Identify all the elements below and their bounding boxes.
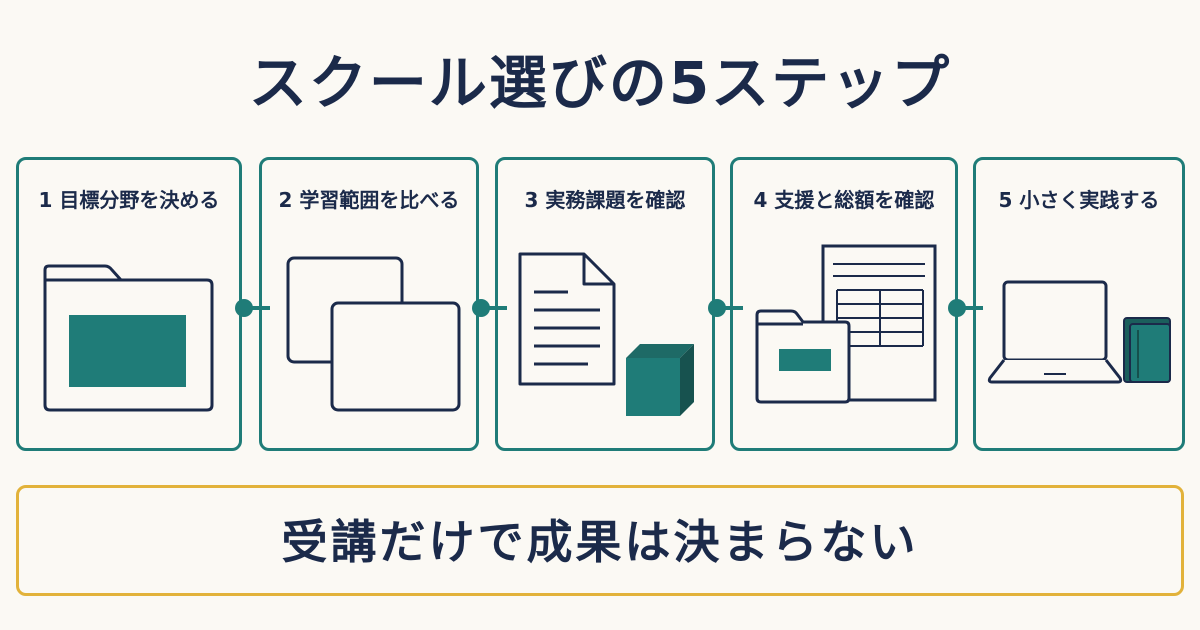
step-card-3: 3 実務課題を確認 <box>495 157 715 451</box>
conclusion-text: 受講だけで成果は決まらない <box>281 515 919 569</box>
folder-and-spreadsheet-icon <box>755 244 937 404</box>
step-card-1: 1 目標分野を決める <box>16 157 242 451</box>
step-label-5: 5 小さく実践する <box>998 188 1160 212</box>
books-icon <box>1123 317 1171 383</box>
document-and-cube-icon <box>518 252 694 416</box>
connector-3-4 <box>708 299 743 317</box>
step-card-5: 5 小さく実践する <box>973 157 1185 451</box>
page-title: スクール選びの5ステップ <box>248 49 952 117</box>
connector-2-3 <box>472 299 507 317</box>
step-label-1: 1 目標分野を決める <box>38 188 220 212</box>
document-icon <box>518 252 616 386</box>
step-card-4: 4 支援と総額を確認 <box>730 157 958 451</box>
connector-1-2 <box>235 299 270 317</box>
step-label-4: 4 支援と総額を確認 <box>753 188 935 212</box>
small-folder-icon <box>755 309 851 404</box>
step-label-2: 2 学習範囲を比べる <box>278 188 460 212</box>
connector-4-5 <box>948 299 983 317</box>
step-label-3: 3 実務課題を確認 <box>524 188 686 212</box>
step-card-2: 2 学習範囲を比べる <box>259 157 479 451</box>
stacked-cards-icon <box>286 256 461 412</box>
conclusion-banner: 受講だけで成果は決まらない <box>16 485 1184 596</box>
cube-icon <box>626 344 694 416</box>
folder-icon <box>43 264 214 412</box>
laptop-and-books-icon <box>987 280 1171 384</box>
laptop-icon <box>987 280 1123 384</box>
